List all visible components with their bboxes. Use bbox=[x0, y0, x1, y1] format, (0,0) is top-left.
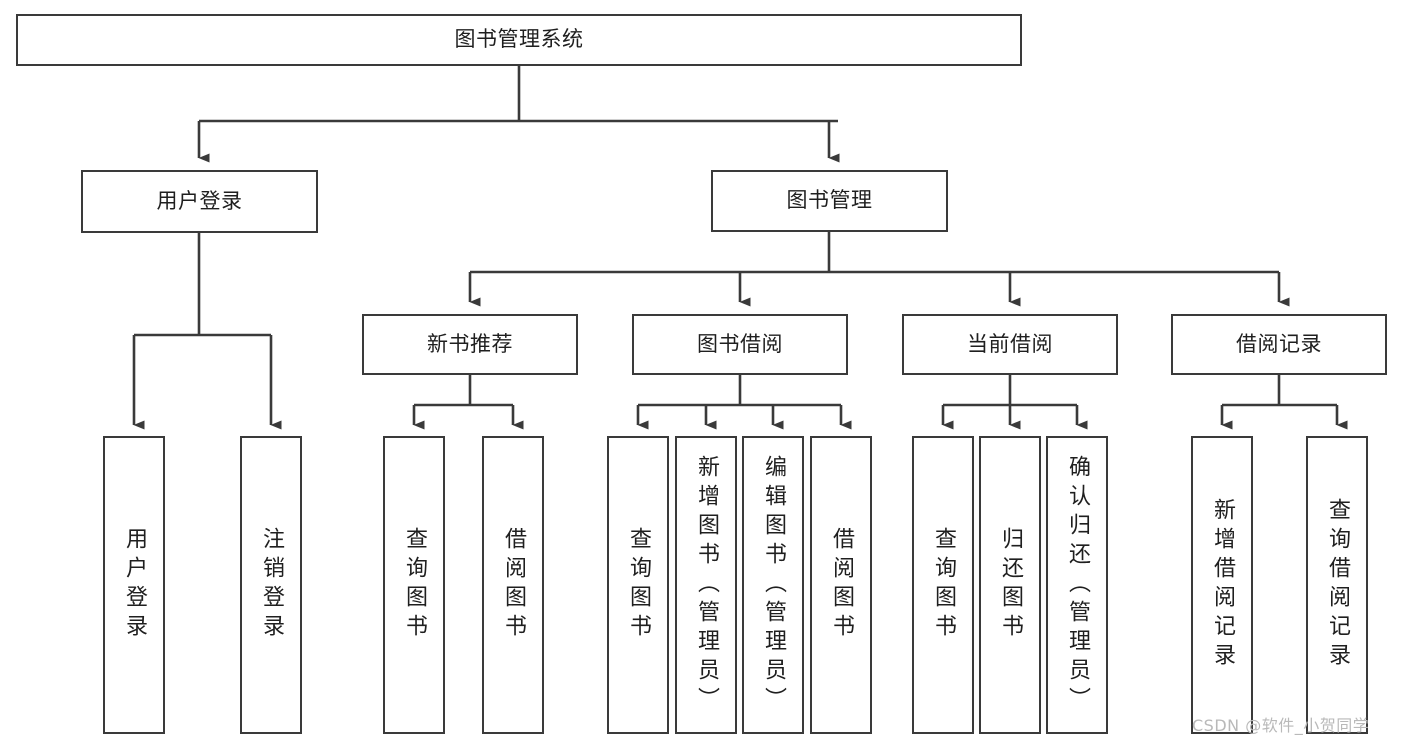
node-leaf-logout[interactable]: 注销登录 bbox=[240, 436, 302, 734]
node-leaf-query-books-borrow[interactable]: 查询图书 bbox=[607, 436, 669, 734]
node-book-management[interactable]: 图书管理 bbox=[711, 170, 948, 232]
node-leaf-add-book-admin[interactable]: 新增图书（管理员） bbox=[675, 436, 737, 734]
node-leaf-query-borrow-record[interactable]: 查询借阅记录 bbox=[1306, 436, 1368, 734]
node-leaf-add-borrow-record[interactable]: 新增借阅记录 bbox=[1191, 436, 1253, 734]
node-leaf-borrow-books-new[interactable]: 借阅图书 bbox=[482, 436, 544, 734]
node-leaf-borrow-books[interactable]: 借阅图书 bbox=[810, 436, 872, 734]
node-label: 借阅图书 bbox=[501, 527, 526, 643]
node-label: 注销登录 bbox=[259, 527, 284, 643]
node-label: 新书推荐 bbox=[427, 331, 513, 356]
node-leaf-query-books-new[interactable]: 查询图书 bbox=[383, 436, 445, 734]
node-label: 图书借阅 bbox=[697, 331, 783, 356]
node-new-book-recommendation[interactable]: 新书推荐 bbox=[362, 314, 578, 375]
node-label: 图书管理 bbox=[786, 188, 873, 213]
node-book-borrowing[interactable]: 图书借阅 bbox=[632, 314, 848, 375]
node-label: 归还图书 bbox=[998, 527, 1023, 643]
node-label: 用户登录 bbox=[156, 188, 243, 213]
node-label: 图书管理系统 bbox=[454, 27, 584, 52]
node-label: 查询图书 bbox=[931, 527, 956, 643]
node-label: 新增图书（管理员） bbox=[694, 454, 719, 716]
node-leaf-confirm-return-admin[interactable]: 确认归还（管理员） bbox=[1046, 436, 1108, 734]
node-label: 新增借阅记录 bbox=[1210, 498, 1235, 672]
node-label: 查询借阅记录 bbox=[1325, 498, 1350, 672]
node-current-borrowing[interactable]: 当前借阅 bbox=[902, 314, 1118, 375]
node-label: 用户登录 bbox=[122, 527, 147, 643]
node-label: 借阅图书 bbox=[829, 527, 854, 643]
node-leaf-query-books-current[interactable]: 查询图书 bbox=[912, 436, 974, 734]
node-label: 查询图书 bbox=[626, 527, 651, 643]
node-borrow-records[interactable]: 借阅记录 bbox=[1171, 314, 1387, 375]
node-label: 确认归还（管理员） bbox=[1065, 454, 1090, 716]
node-leaf-user-login[interactable]: 用户登录 bbox=[103, 436, 165, 734]
node-leaf-edit-book-admin[interactable]: 编辑图书（管理员） bbox=[742, 436, 804, 734]
node-label: 当前借阅 bbox=[967, 331, 1053, 356]
node-label: 编辑图书（管理员） bbox=[761, 454, 786, 716]
node-label: 借阅记录 bbox=[1236, 331, 1322, 356]
node-root-book-management-system[interactable]: 图书管理系统 bbox=[16, 14, 1022, 66]
node-leaf-return-books[interactable]: 归还图书 bbox=[979, 436, 1041, 734]
node-user-login[interactable]: 用户登录 bbox=[81, 170, 318, 233]
node-label: 查询图书 bbox=[402, 527, 427, 643]
